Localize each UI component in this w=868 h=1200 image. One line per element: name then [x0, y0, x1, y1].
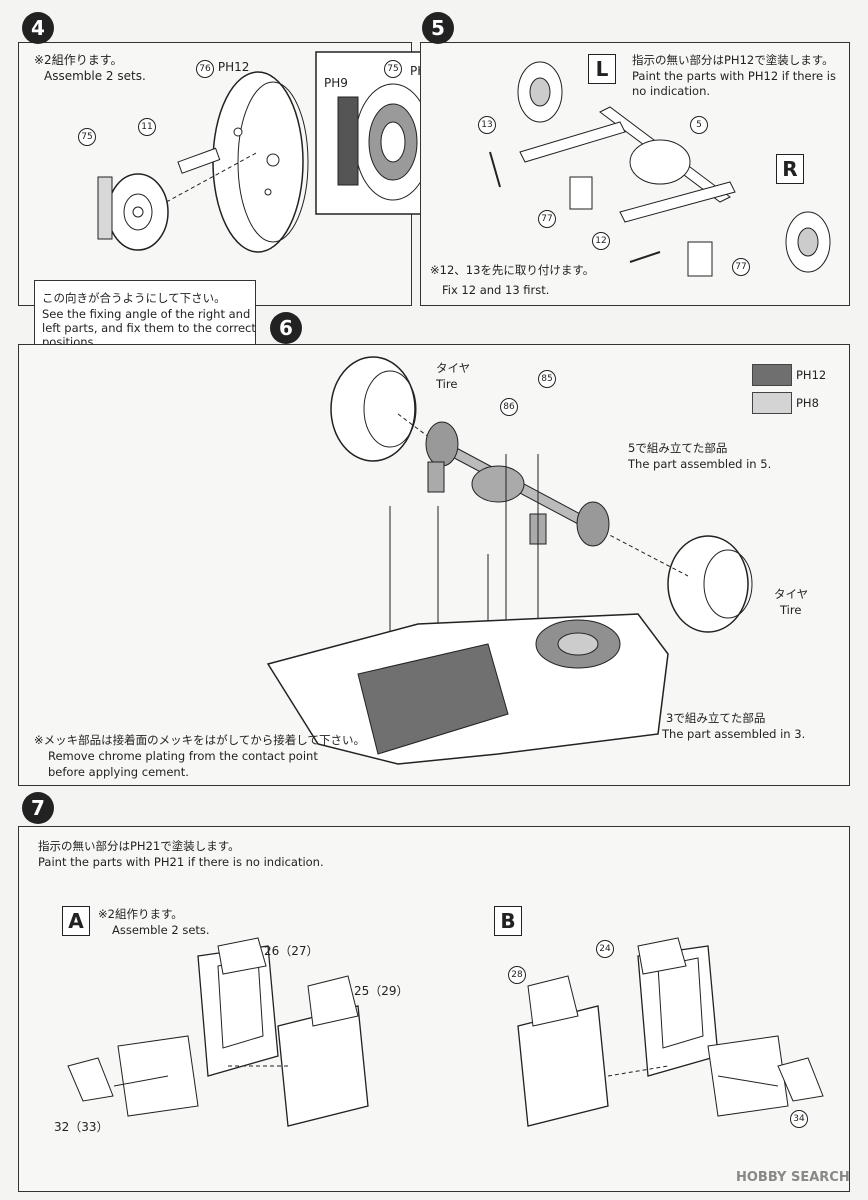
- step5-right-label: R: [776, 154, 804, 184]
- step5-callout-77b: 77: [732, 258, 750, 276]
- step5-fix-en: Fix 12 and 13 first.: [442, 283, 550, 297]
- step6-number: 6: [270, 312, 302, 344]
- step4-callout-75: 75: [78, 128, 96, 146]
- legend-ph8-swatch: [752, 392, 792, 414]
- step7-note-jp: 指示の無い部分はPH21で塗装します。: [38, 839, 240, 853]
- step6-assembled5-en: The part assembled in 5.: [628, 457, 772, 471]
- step5-fix-jp: ※12、13を先に取り付けます。: [430, 263, 595, 277]
- step6-tire-right-en: Tire: [780, 603, 802, 617]
- step7-number: 7: [22, 792, 54, 824]
- legend-ph12-label: PH12: [796, 368, 827, 382]
- step5-callout-12: 12: [592, 232, 610, 250]
- orient-note-jp: この向きが合うようにして下さい。: [42, 291, 226, 305]
- step6-chrome-en2: before applying cement.: [48, 765, 189, 779]
- step4-callout-11: 11: [138, 118, 156, 136]
- orient-note-en2: left parts, and fix them to the correct: [42, 321, 256, 335]
- seat-a-note-en: Assemble 2 sets.: [112, 923, 210, 937]
- step7-note-en: Paint the parts with PH21 if there is no…: [38, 855, 324, 869]
- step6-tire-right-jp: タイヤ: [774, 587, 809, 601]
- watermark: HOBBY SEARCH: [736, 1170, 850, 1185]
- step4-note-jp: ※2組作ります。: [34, 53, 123, 67]
- step6-callout-86: 86: [500, 398, 518, 416]
- step4-note-en: Assemble 2 sets.: [44, 69, 146, 83]
- step5-note-en1: Paint the parts with PH12 if there is: [632, 69, 836, 83]
- step5-callout-77a: 77: [538, 210, 556, 228]
- step5-axle-drawing: [489, 61, 831, 277]
- step6-tire-left-jp: タイヤ: [436, 361, 471, 375]
- step5-callout-5: 5: [690, 116, 708, 134]
- seat-a-callout-32: 32（33）: [54, 1120, 109, 1134]
- step6-assembly-drawing: [266, 356, 753, 765]
- step4-brake-drawing: [97, 51, 432, 253]
- step6-assembled3-en: The part assembled in 3.: [662, 727, 806, 741]
- step5-callout-13: 13: [478, 116, 496, 134]
- step6-chrome-en1: Remove chrome plating from the contact p…: [48, 749, 318, 763]
- step6-assembled3-jp: 3で組み立てた部品: [666, 711, 766, 725]
- step6-chrome-jp: ※メッキ部品は接着面のメッキをはがしてから接着して下さい。: [34, 733, 365, 747]
- step4-number: 4: [22, 12, 54, 44]
- step6-callout-85: 85: [538, 370, 556, 388]
- orient-note-en1: See the fixing angle of the right and: [42, 307, 251, 321]
- step6-assembled5-jp: 5で組み立てた部品: [628, 441, 728, 455]
- seat-a-callout-25: 25（29）: [354, 984, 409, 998]
- seat-b-callout-34: 34: [790, 1110, 808, 1128]
- legend-ph8-label: PH8: [796, 396, 819, 410]
- legend-ph12-swatch: [752, 364, 792, 386]
- seat-a-callout-26: 26（27）: [264, 944, 319, 958]
- seat-a-label: A: [62, 906, 90, 936]
- step5-note-jp: 指示の無い部分はPH12で塗装します。: [632, 53, 834, 67]
- seat-b-label: B: [494, 906, 522, 936]
- step4-callout-76: 76 PH12: [196, 60, 249, 78]
- seat-b-callout-28: 28: [508, 966, 526, 984]
- seat-b-callout-24: 24: [596, 940, 614, 958]
- seat-a-note-jp: ※2組作ります。: [98, 907, 183, 921]
- step7-seat-drawing: [67, 937, 824, 1127]
- step4-inset-callout-9: PH9: [324, 76, 348, 90]
- step5-left-label: L: [588, 54, 616, 84]
- step6-tire-left-en: Tire: [436, 377, 458, 391]
- step4-inset-callout-75: 75: [384, 60, 402, 78]
- step5-note-en2: no indication.: [632, 84, 711, 98]
- step5-number: 5: [422, 12, 454, 44]
